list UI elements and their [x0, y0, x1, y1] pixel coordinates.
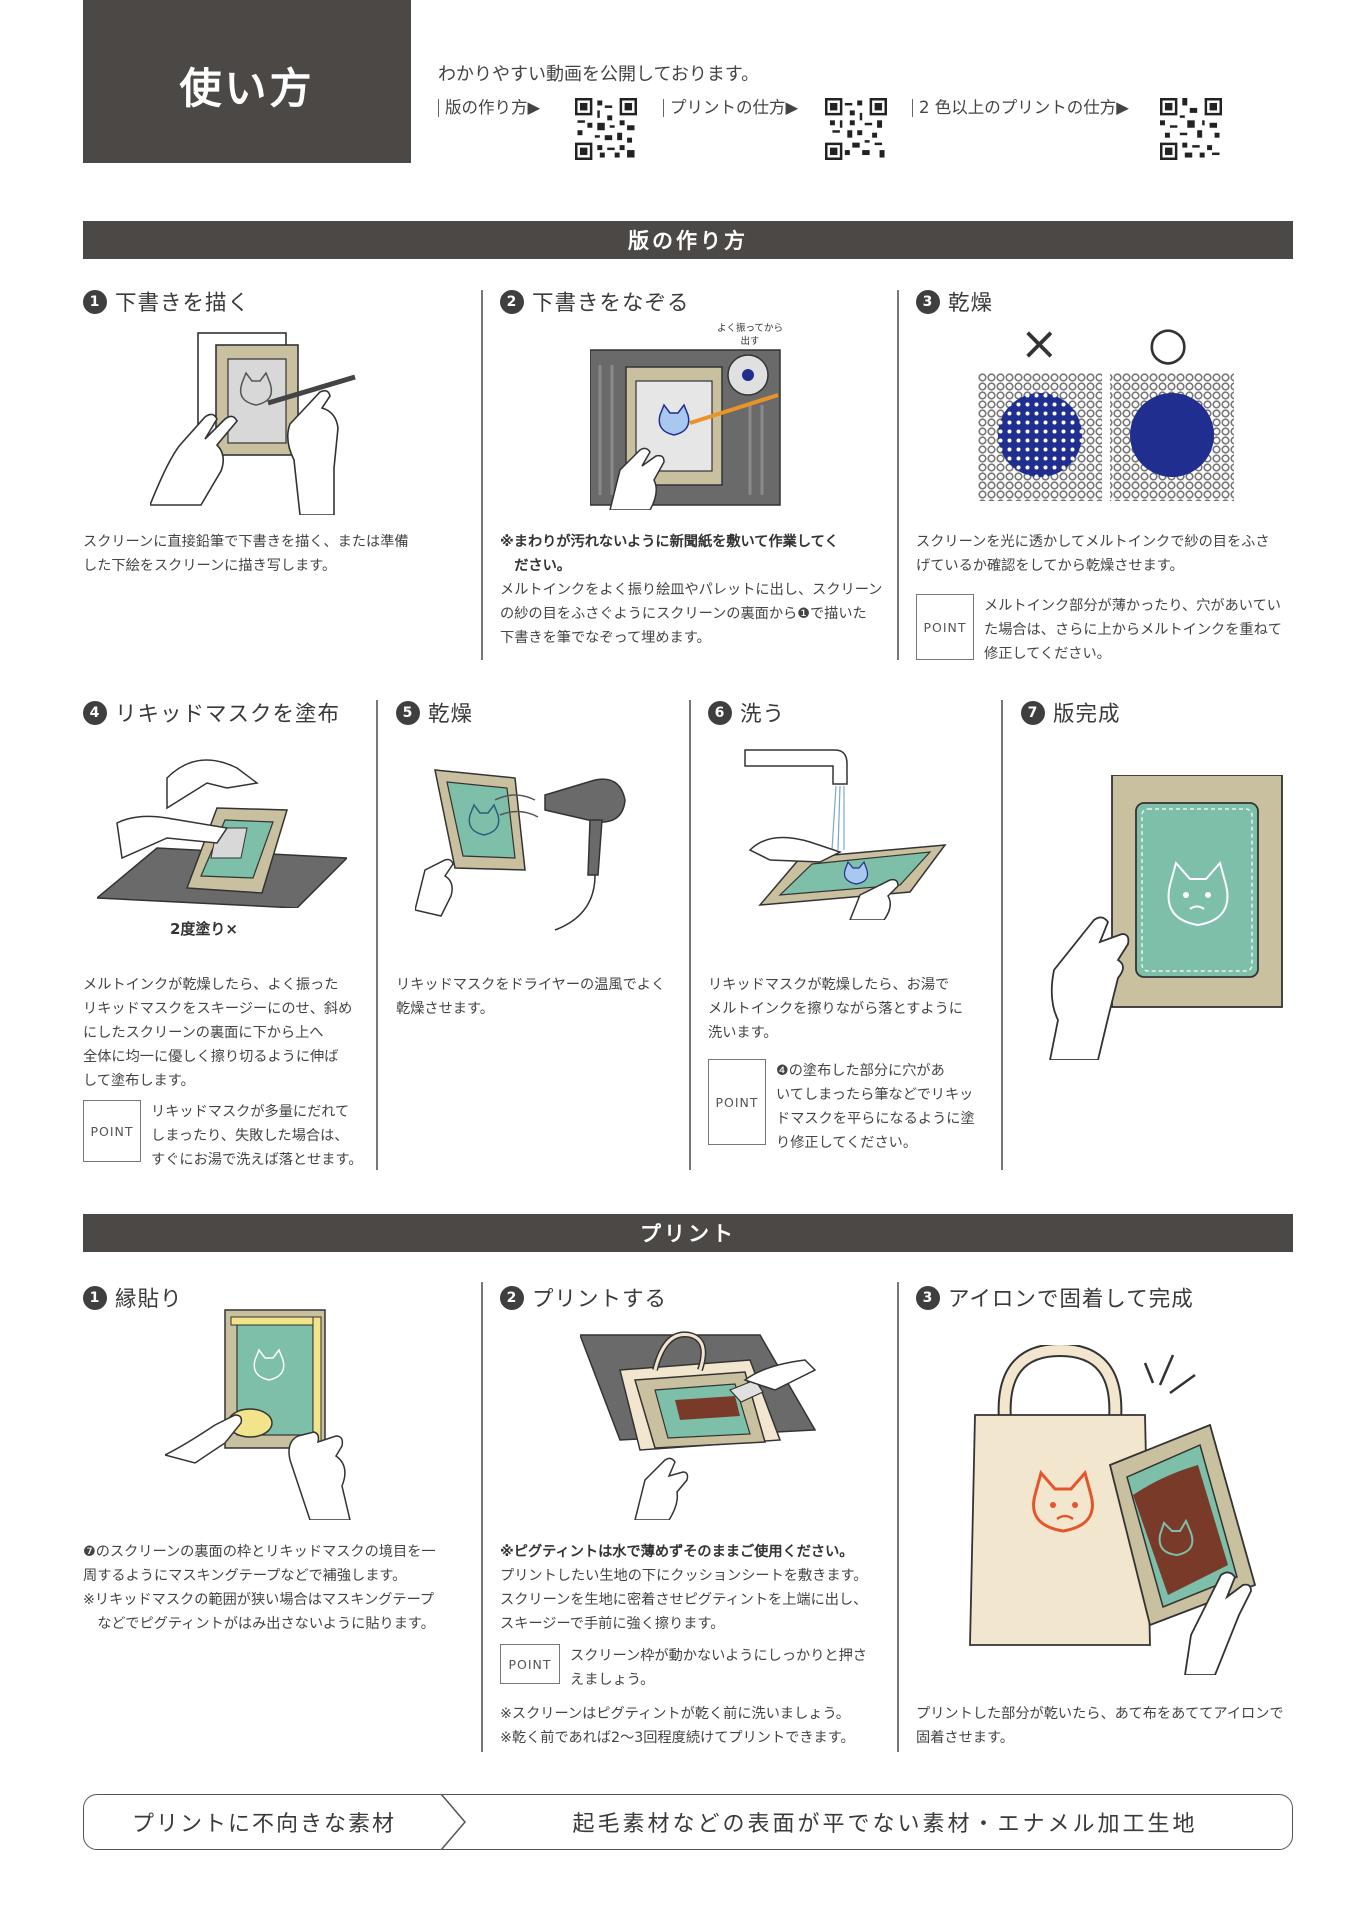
bad-mark-icon: × [1020, 316, 1059, 370]
point-text: メルトインク部分が薄かったり、穴があいてい た場合は、さらに上からメルトインクを… [984, 598, 1282, 662]
point-text: スクリーン枠が動かないようにしっかりと押さ えましょう。 [570, 1648, 867, 1688]
step-number: 1 [83, 289, 107, 314]
step-number: 1 [83, 1285, 107, 1310]
column-divider [481, 290, 483, 660]
step-title: リキッドマスクを塗布 [115, 702, 341, 727]
chevron-right-icon [440, 1794, 466, 1850]
step-note-secondary: ※スクリーンはピグティントが乾く前に洗いましょう。 ※乾く前であれば2〜3回程度… [500, 1706, 855, 1746]
column-divider [481, 1282, 483, 1752]
step-title: 下書きをなぞる [532, 291, 690, 316]
illustration-iron-finish [969, 1345, 1257, 1675]
qr-label-multicolor: 2 色以上のプリントの仕方▶ [912, 99, 1129, 117]
section-bar-print: プリント [83, 1214, 1293, 1252]
caption-no-double-coat: 2度塗り× [170, 920, 239, 938]
step-title: プリントする [532, 1287, 668, 1312]
step-heading: 3 乾燥 [916, 286, 993, 317]
step-description: リキッドマスクが乾燥したら、お湯で メルトインクを擦りながら落とすように 洗いま… [708, 977, 963, 1041]
step-title: 版完成 [1053, 702, 1121, 727]
point-text: リキッドマスクが多量にだれて しまったり、失敗した場合は、 すぐにお湯で洗えば落… [151, 1104, 363, 1168]
step-description: メルトインクをよく振り絵皿やパレットに出し、スクリーン の紗の目をふさぐようにス… [500, 582, 883, 646]
illustration-apply-liquid-mask [97, 759, 347, 908]
section-bar-plate-making: 版の作り方 [83, 221, 1293, 259]
qr-code-multicolor[interactable] [1160, 98, 1222, 160]
illustration-trace-sketch [590, 349, 781, 510]
point-label: POINT [500, 1644, 560, 1684]
warning-note: ※まわりが汚れないように新聞紙を敷いて作業してく ださい。 [500, 534, 839, 574]
step-note: ※まわりが汚れないように新聞紙を敷いて作業してく ださい。 [500, 530, 895, 578]
step-number: 5 [396, 700, 420, 725]
illustration-plate-complete [1049, 775, 1283, 1060]
warning-note: ※ピグティントは水で薄めずそのままご使用ください。 [500, 1544, 854, 1560]
page-title-block: 使い方 [83, 0, 411, 163]
section-title: 版の作り方 [628, 229, 748, 253]
unsuitable-materials-value: 起毛素材などの表面が平でない素材・エナメル加工生地 [572, 1811, 1198, 1837]
point-box: POINT リキッドマスクが多量にだれて しまったり、失敗した場合は、 すぐにお… [83, 1100, 373, 1172]
qr-label-plate: 版の作り方▶ [438, 99, 540, 117]
illustration-draw-sketch [150, 332, 356, 515]
unsuitable-materials-label: プリントに不向きな素材 [131, 1811, 396, 1837]
step-heading: 4 リキッドマスクを塗布 [83, 697, 340, 728]
step-number: 3 [916, 289, 940, 314]
step-heading: 5 乾燥 [396, 697, 473, 728]
point-box: POINT ❹の塗布した部分に穴があ いてしまったら筆などでリキッ ドマスクを平… [708, 1059, 998, 1155]
qr-code-plate[interactable] [575, 98, 637, 160]
qr-code-print[interactable] [825, 98, 887, 160]
step-heading: 2 プリントする [500, 1282, 667, 1313]
step-description: リキッドマスクをドライヤーの温風でよく 乾燥させます。 [396, 977, 666, 1017]
step-title: アイロンで固着して完成 [948, 1287, 1194, 1312]
step-description: スクリーンに直接鉛筆で下書きを描く、または準備 した下絵をスクリーンに描き写しま… [83, 534, 409, 574]
callout-shake-well: よく振ってから 出す [716, 323, 784, 347]
point-box: POINT メルトインク部分が薄かったり、穴があいてい た場合は、さらに上からメ… [916, 594, 1296, 666]
step-heading: 1 縁貼り [83, 1282, 183, 1313]
step-title: 下書きを描く [115, 291, 251, 316]
point-box: POINT スクリーン枠が動かないようにしっかりと押さ えましょう。 [500, 1644, 895, 1692]
step-title: 縁貼り [115, 1287, 183, 1312]
illustration-tape-edges [165, 1309, 351, 1520]
step-heading: 1 下書きを描く [83, 286, 250, 317]
step-number: 3 [916, 1285, 940, 1310]
point-label: POINT [916, 594, 974, 660]
step-number: 4 [83, 700, 107, 725]
step-heading: 2 下書きをなぞる [500, 286, 690, 317]
step-title: 乾燥 [428, 702, 474, 727]
point-text: ❹の塗布した部分に穴があ いてしまったら筆などでリキッ ドマスクを平らになるよう… [776, 1063, 975, 1151]
page-title: 使い方 [179, 64, 315, 113]
step-title: 洗う [740, 702, 786, 727]
step-number: 6 [708, 700, 732, 725]
step-title: 乾燥 [948, 291, 994, 316]
point-label: POINT [83, 1100, 141, 1162]
step-note: ※ピグティントは水で薄めずそのままご使用ください。 [500, 1540, 895, 1564]
qr-label-print: プリントの仕方▶ [663, 99, 798, 117]
column-divider [897, 290, 899, 660]
good-mark-icon: ○ [1148, 316, 1189, 370]
illustration-hair-dryer [415, 769, 626, 931]
step-description: メルトインクが乾燥したら、よく振った リキッドマスクをスキージーにのせ、斜め に… [83, 977, 353, 1089]
step-description: ❼のスクリーンの裏面の枠とリキッドマスクの境目を一 周するようにマスキングテープ… [83, 1544, 436, 1632]
step-description: プリントした部分が乾いたら、あて布をあててアイロンで 固着させます。 [916, 1706, 1284, 1746]
step-number: 7 [1021, 700, 1045, 725]
step-number: 2 [500, 1285, 524, 1310]
step-number: 2 [500, 289, 524, 314]
point-label: POINT [708, 1059, 766, 1145]
unsuitable-materials-box: プリントに不向きな素材 起毛素材などの表面が平でない素材・エナメル加工生地 [83, 1794, 1293, 1850]
illustration-printing [580, 1331, 817, 1520]
section-title: プリント [640, 1222, 736, 1246]
column-divider [689, 700, 691, 1170]
step-heading: 6 洗う [708, 697, 785, 728]
illustration-dry-check [978, 373, 1234, 501]
step-heading: 3 アイロンで固着して完成 [916, 1282, 1194, 1313]
column-divider [1001, 700, 1003, 1170]
step-heading: 7 版完成 [1021, 697, 1121, 728]
column-divider [376, 700, 378, 1170]
step-description: スクリーンを光に透かしてメルトインクで紗の目をふさ げているか確認をしてから乾燥… [916, 534, 1270, 574]
intro-text: わかりやすい動画を公開しております。 [438, 64, 760, 85]
column-divider [897, 1282, 899, 1752]
illustration-wash [744, 749, 947, 920]
step-description: プリントしたい生地の下にクッションシートを敷きます。 スクリーンを生地に密着させ… [500, 1568, 868, 1632]
